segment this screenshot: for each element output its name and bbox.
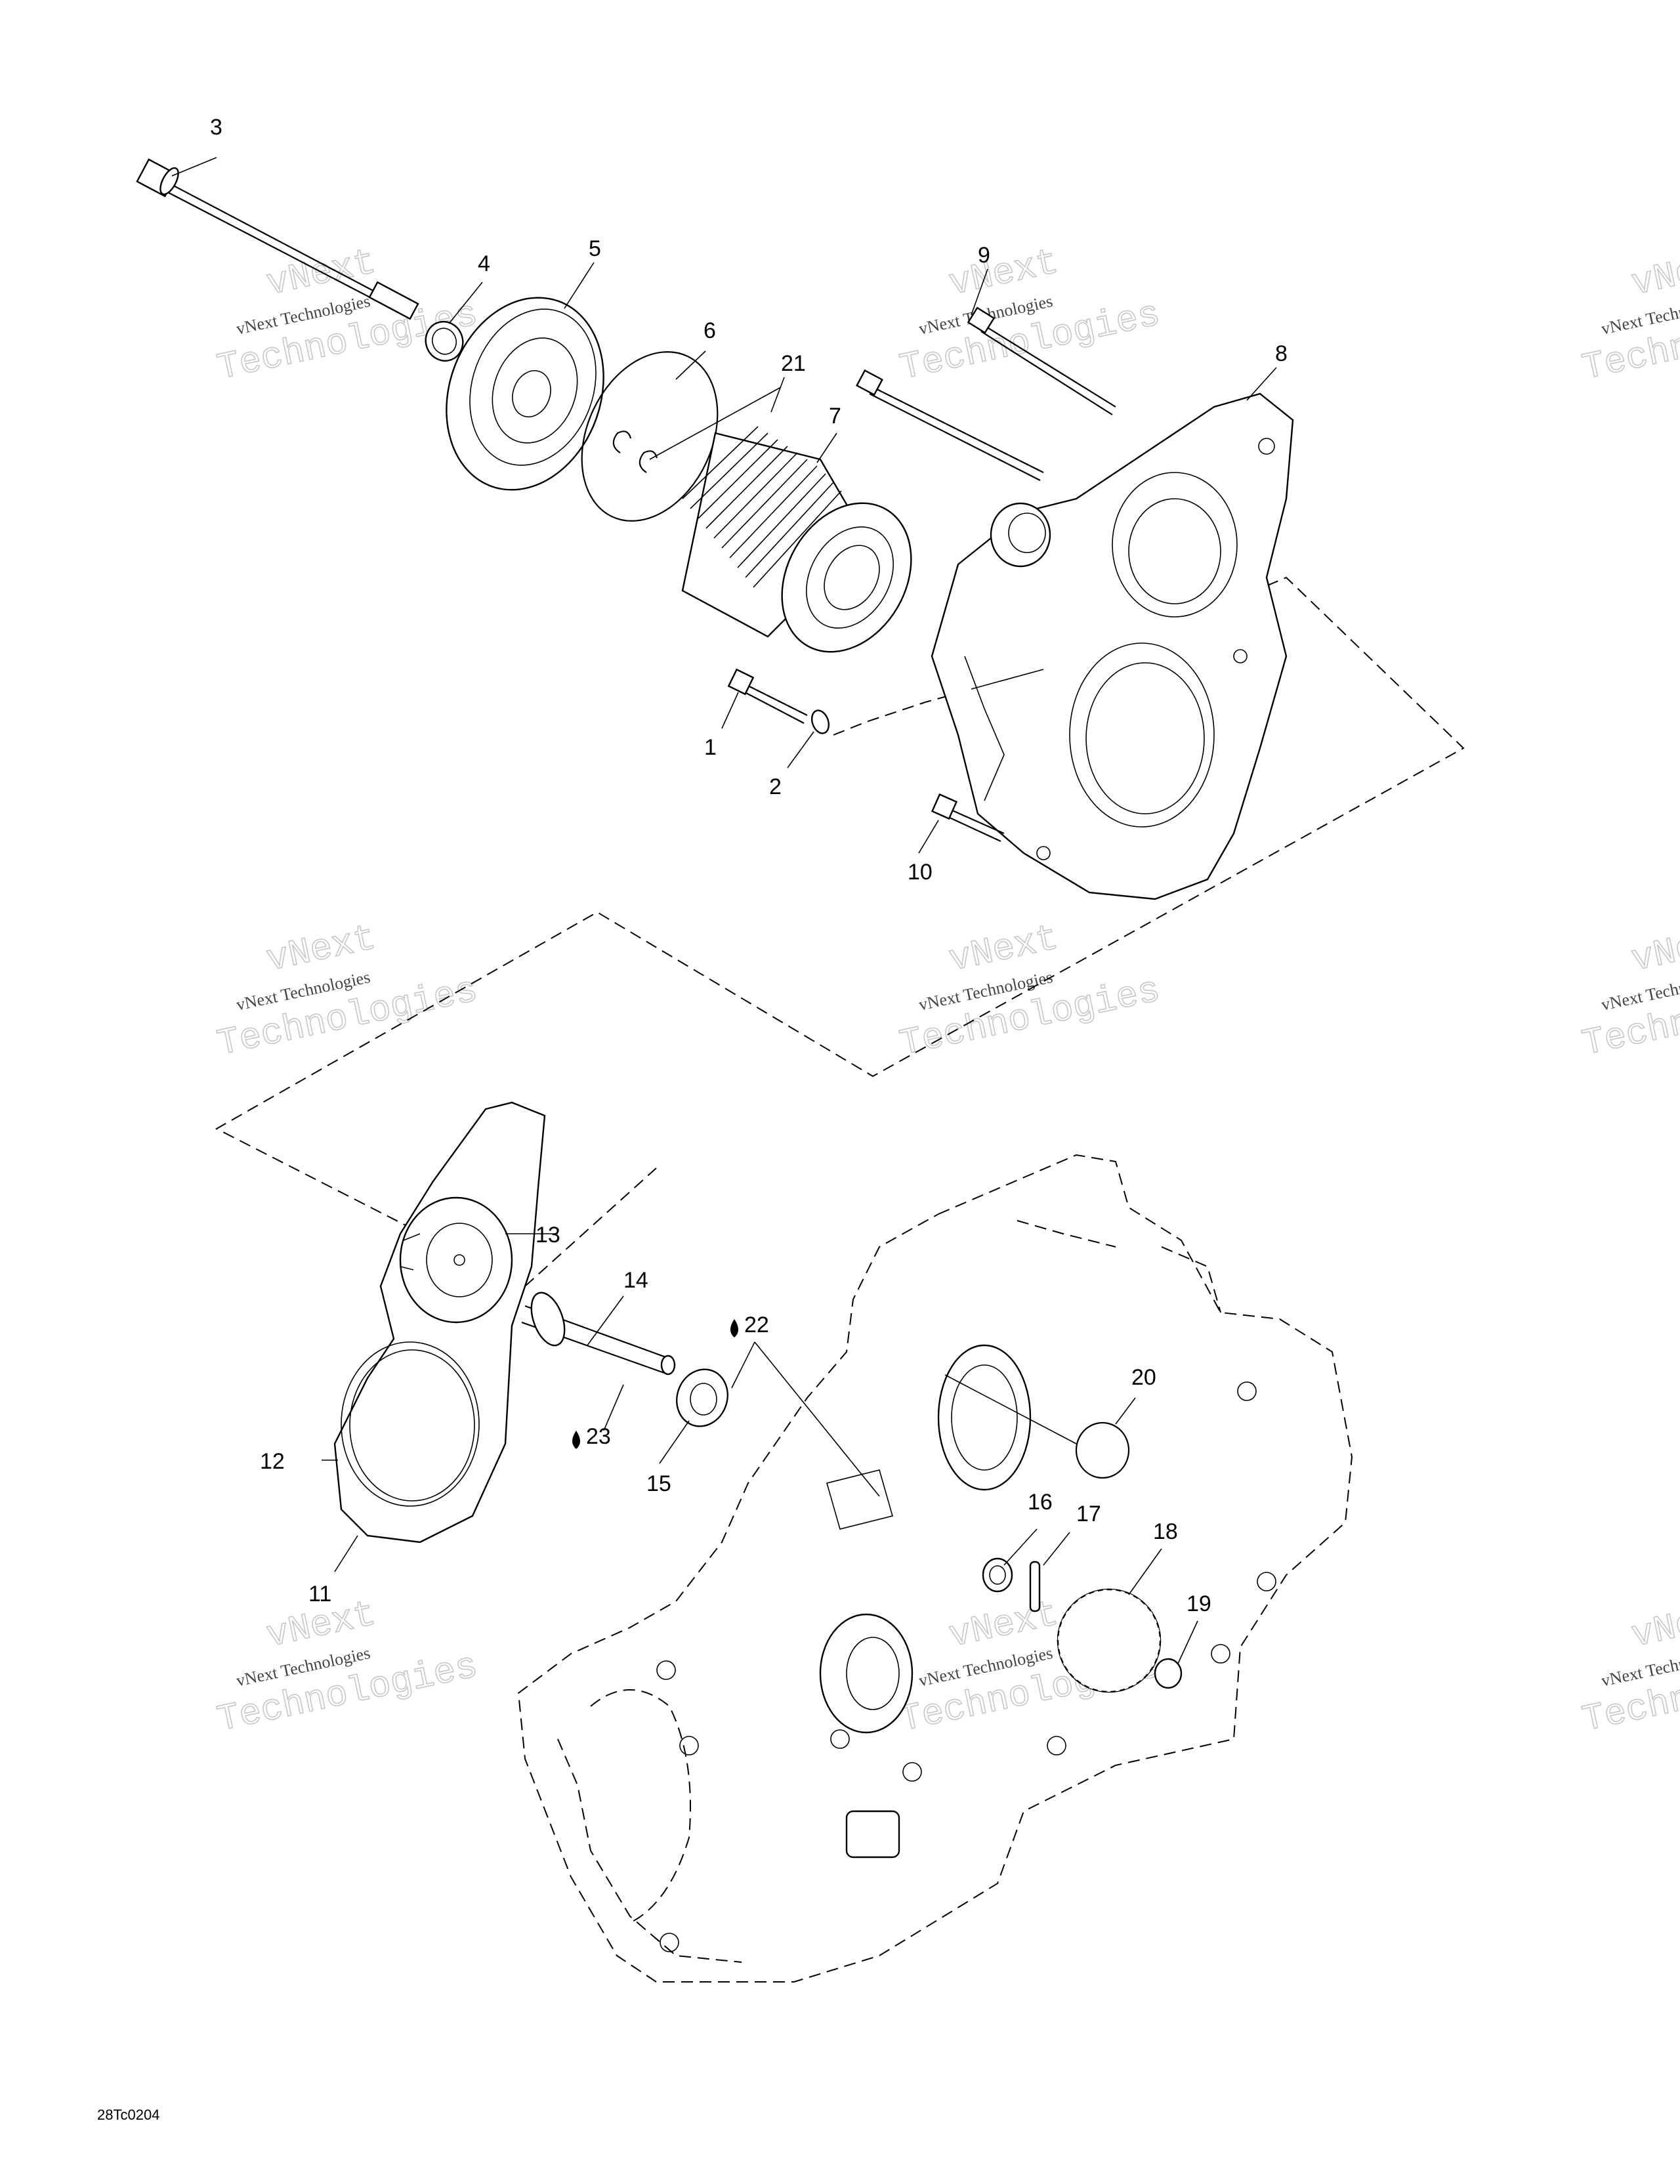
bolt-mid <box>856 369 1044 481</box>
bolt-9 <box>967 306 1116 415</box>
ring-19 <box>1154 1658 1183 1689</box>
callout-15: 15 <box>646 1471 671 1496</box>
leader-lines <box>171 157 1277 1664</box>
watermark: vNext vNext Technologies Technologies <box>1578 241 1680 390</box>
o-ring-small <box>425 321 464 362</box>
callout-18: 18 <box>1153 1519 1178 1544</box>
callout-4: 4 <box>478 251 490 276</box>
oil-filter <box>681 426 912 653</box>
bolt-long <box>136 158 419 320</box>
callout-11: 11 <box>308 1582 331 1606</box>
watermark: vNext vNext Technologies Technologies <box>213 241 482 390</box>
crankcase <box>517 1154 1353 1983</box>
watermark: vNext vNext Technologies Technologies <box>1578 1593 1680 1742</box>
callout-13: 13 <box>536 1223 560 1248</box>
svg-text:23: 23 <box>586 1424 611 1449</box>
callout-17: 17 <box>1076 1502 1101 1526</box>
callout-2: 2 <box>769 774 782 799</box>
callout-1: 1 <box>704 735 717 760</box>
callout-7: 7 <box>829 404 841 429</box>
watermark: vNext vNext Technologies Technologies <box>1578 917 1680 1066</box>
pin-17 <box>1029 1561 1041 1612</box>
callout-9: 9 <box>978 243 990 268</box>
o-ring-20 <box>1075 1421 1130 1479</box>
callout-6: 6 <box>704 318 716 343</box>
seal-15 <box>676 1368 728 1427</box>
callout-19: 19 <box>1186 1591 1211 1616</box>
callout-20: 20 <box>1131 1365 1156 1390</box>
filter-cover <box>446 297 604 491</box>
washer-16 <box>982 1557 1013 1593</box>
svg-text:22: 22 <box>744 1312 769 1337</box>
svg-text:vNext: vNext <box>1628 241 1680 305</box>
pump-impeller-13 <box>399 1196 513 1324</box>
assembly-guides <box>215 576 1465 1287</box>
callout-10: 10 <box>908 860 933 885</box>
callout-5: 5 <box>589 236 601 261</box>
watermark: vNext vNext Technologies Technologies <box>896 241 1164 390</box>
svg-text:vNext: vNext <box>1628 917 1680 981</box>
callout-labels: 1 2 3 4 5 6 7 8 9 10 11 12 13 14 15 16 1… <box>210 115 1288 1616</box>
o-ring-large <box>581 351 719 522</box>
watermark: vNext vNext Technologies Technologies <box>213 1593 482 1742</box>
diagram-code: 28Tc0204 <box>97 2107 159 2123</box>
gear-18 <box>1057 1588 1162 1693</box>
callout-22: 22 <box>730 1312 769 1337</box>
callout-8: 8 <box>1275 341 1288 366</box>
washer-2 <box>810 709 830 734</box>
bolt-1 <box>727 668 808 724</box>
filter-housing <box>931 392 1294 900</box>
svg-text:vNext: vNext <box>1628 1593 1680 1657</box>
bolt-10 <box>931 793 1005 842</box>
watermark: vNext vNext Technologies Technologies <box>213 917 482 1066</box>
callout-3: 3 <box>210 115 222 140</box>
retaining-clips <box>612 430 658 473</box>
gasket-11 <box>333 1101 546 1544</box>
callout-16: 16 <box>1028 1490 1053 1515</box>
callout-12: 12 <box>260 1449 285 1474</box>
watermark: vNext vNext Technologies Technologies <box>896 917 1164 1066</box>
callout-14: 14 <box>623 1268 648 1293</box>
callout-23: 23 <box>572 1424 611 1449</box>
callout-21: 21 <box>781 351 806 376</box>
